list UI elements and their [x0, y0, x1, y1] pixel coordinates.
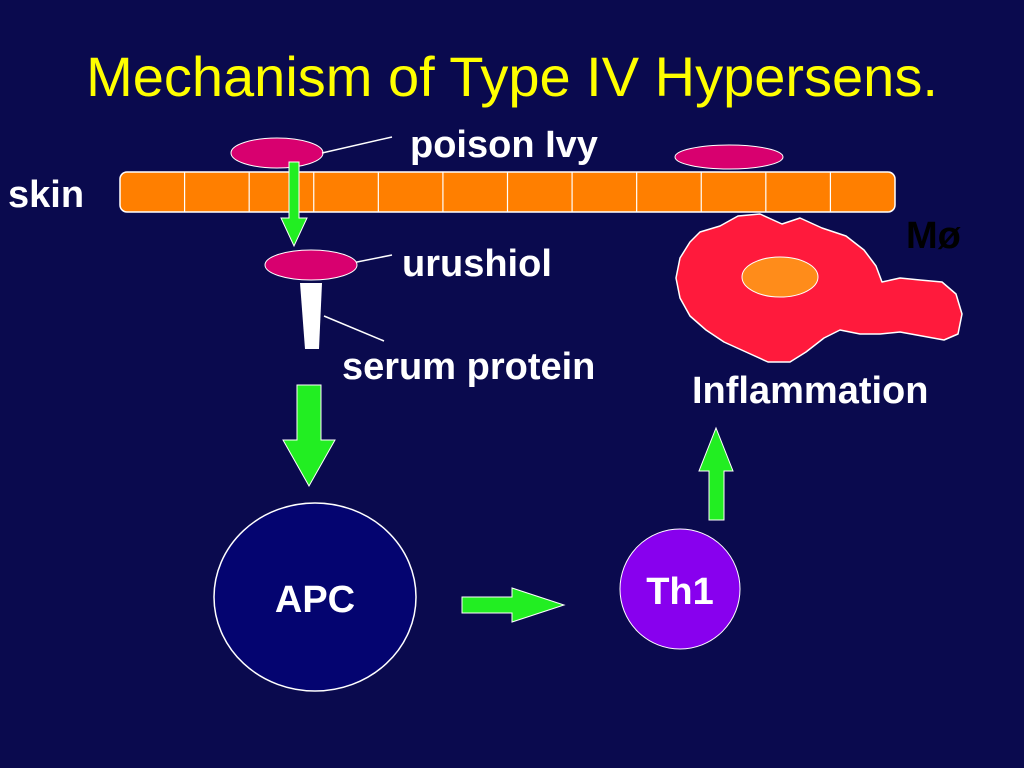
up-arrow-to-inflammation: [698, 426, 734, 521]
macrophage-cell: [675, 213, 963, 363]
serum-protein-shape: [300, 283, 322, 349]
down-arrow-to-apc: [282, 384, 336, 488]
apc-cell: [213, 502, 417, 692]
urushiol-molecule: [264, 249, 358, 281]
poison-ivy-leaf-left: [230, 137, 324, 169]
urushiol-label: urushiol: [402, 243, 552, 285]
inflammation-label: Inflammation: [692, 370, 928, 412]
th1-cell: [619, 528, 741, 650]
skin-label: skin: [8, 174, 84, 216]
apc-label: APC: [275, 579, 355, 621]
poison-ivy-label: poison Ivy: [410, 124, 598, 166]
skin-segment-dividers: [183, 172, 832, 212]
poison-ivy-pointer-line: [321, 136, 393, 154]
serum-protein-label: serum protein: [342, 346, 595, 388]
poison-ivy-leaf-right: [674, 144, 784, 170]
macrophage-label: Mø: [906, 215, 962, 257]
skin-layer: [119, 171, 896, 213]
right-arrow-to-th1: [461, 587, 566, 623]
th1-label: Th1: [646, 571, 714, 613]
slide-title: Mechanism of Type IV Hypersens.: [86, 45, 938, 108]
serum-protein-pointer-line: [323, 315, 385, 342]
macrophage-nucleus: [741, 256, 819, 298]
penetration-arrow: [280, 161, 308, 248]
